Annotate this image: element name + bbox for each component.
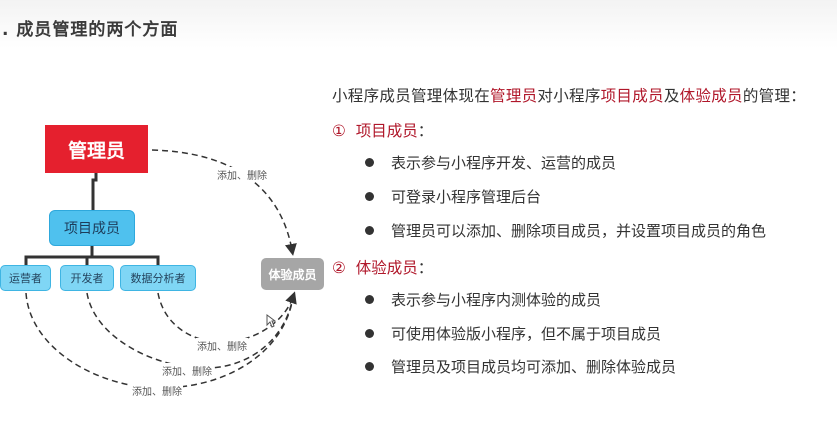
intro-part: 对小程序 xyxy=(537,87,601,105)
section-project-member: ① 项目成员： xyxy=(332,119,433,141)
node-role-developer: 开发者 xyxy=(60,265,114,291)
highlight-experience-member: 体验成员 xyxy=(679,87,743,105)
list-item: 表示参与小程序开发、运营的成员 xyxy=(365,152,616,173)
bullet-icon xyxy=(365,295,374,304)
node-role-operator: 运营者 xyxy=(0,265,51,291)
list-item: 表示参与小程序内测体验的成员 xyxy=(365,289,601,310)
header-bar xyxy=(0,0,837,48)
mouse-cursor-icon xyxy=(266,314,276,328)
list-item-text: 可使用体验版小程序，但不属于项目成员 xyxy=(391,325,662,343)
node-admin: 管理员 xyxy=(45,125,148,173)
highlight-project-member: 项目成员 xyxy=(600,87,664,105)
section-colon: ： xyxy=(417,259,434,277)
intro-part: 的管理： xyxy=(742,87,807,105)
section-title: 体验成员 xyxy=(355,259,418,277)
intro-part: 及 xyxy=(663,87,680,105)
edge-label-admin: 添加、删除 xyxy=(216,167,268,182)
list-item: 可登录小程序管理后台 xyxy=(365,186,541,207)
page-title: . 成员管理的两个方面 xyxy=(2,20,179,40)
bullet-icon xyxy=(365,329,374,338)
section-number: ① xyxy=(332,122,346,140)
section-experience-member: ② 体验成员： xyxy=(332,256,433,278)
section-number: ② xyxy=(332,259,346,277)
edge-label-analyst: 添加、删除 xyxy=(196,338,248,353)
list-item-text: 表示参与小程序开发、运营的成员 xyxy=(391,154,617,172)
list-item: 可使用体验版小程序，但不属于项目成员 xyxy=(365,323,661,344)
section-colon: ： xyxy=(417,122,434,140)
node-experience-member: 体验成员 xyxy=(261,258,324,290)
edge-label-developer: 添加、删除 xyxy=(161,363,213,378)
edge-label-operator: 添加、删除 xyxy=(131,383,183,398)
section-title: 项目成员 xyxy=(355,122,418,140)
node-role-data-analyst: 数据分析者 xyxy=(120,265,196,291)
bullet-icon xyxy=(365,362,374,371)
list-item-text: 表示参与小程序内测体验的成员 xyxy=(391,291,602,309)
list-item-text: 管理员可以添加、删除项目成员，并设置项目成员的角色 xyxy=(391,222,767,240)
intro-part: 小程序成员管理体现在 xyxy=(332,87,491,105)
list-item-text: 管理员及项目成员均可添加、删除体验成员 xyxy=(391,358,677,376)
node-project-member: 项目成员 xyxy=(49,210,135,246)
bullet-icon xyxy=(365,158,374,167)
intro-text: 小程序成员管理体现在管理员对小程序项目成员及体验成员的管理： xyxy=(332,84,806,106)
list-item: 管理员可以添加、删除项目成员，并设置项目成员的角色 xyxy=(365,220,766,241)
bullet-icon xyxy=(365,192,374,201)
list-item: 管理员及项目成员均可添加、删除体验成员 xyxy=(365,356,676,377)
highlight-admin: 管理员 xyxy=(490,87,538,105)
bullet-icon xyxy=(365,226,374,235)
list-item-text: 可登录小程序管理后台 xyxy=(391,188,542,206)
